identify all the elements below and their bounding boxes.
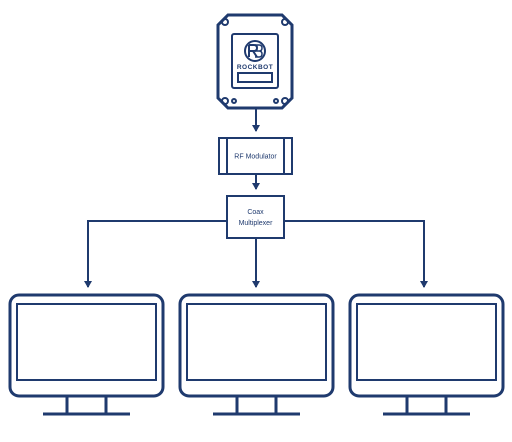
monitor-icon	[8, 293, 165, 416]
device-panel	[231, 33, 279, 89]
screw-icon	[273, 98, 279, 104]
rf-modulator-label: RF Modulator	[234, 154, 277, 161]
coax-multiplexer-label-line2: Multiplexer	[239, 220, 274, 227]
screw-icon	[281, 97, 289, 105]
screw-icon	[231, 98, 237, 104]
rockbot-logo-icon	[244, 40, 266, 62]
rockbot-player-device: ROCKBOT	[216, 13, 294, 110]
device-display-slot	[237, 72, 273, 83]
screw-icon	[221, 97, 229, 105]
rf-modulator-node: RF Modulator	[218, 137, 293, 175]
connector-arrow-left	[84, 220, 227, 288]
monitor-icon	[178, 293, 335, 416]
coax-multiplexer-box	[226, 195, 285, 239]
monitor-icon	[348, 293, 505, 416]
coax-multiplexer-node: Coax Multiplexer	[226, 195, 285, 239]
screw-icon	[281, 18, 289, 26]
device-brand-label: ROCKBOT	[237, 64, 273, 71]
rf-modulator-box	[218, 137, 293, 175]
coax-multiplexer-label-line1: Coax	[247, 209, 264, 216]
connector-arrow-right	[284, 220, 428, 288]
screw-icon	[221, 18, 229, 26]
